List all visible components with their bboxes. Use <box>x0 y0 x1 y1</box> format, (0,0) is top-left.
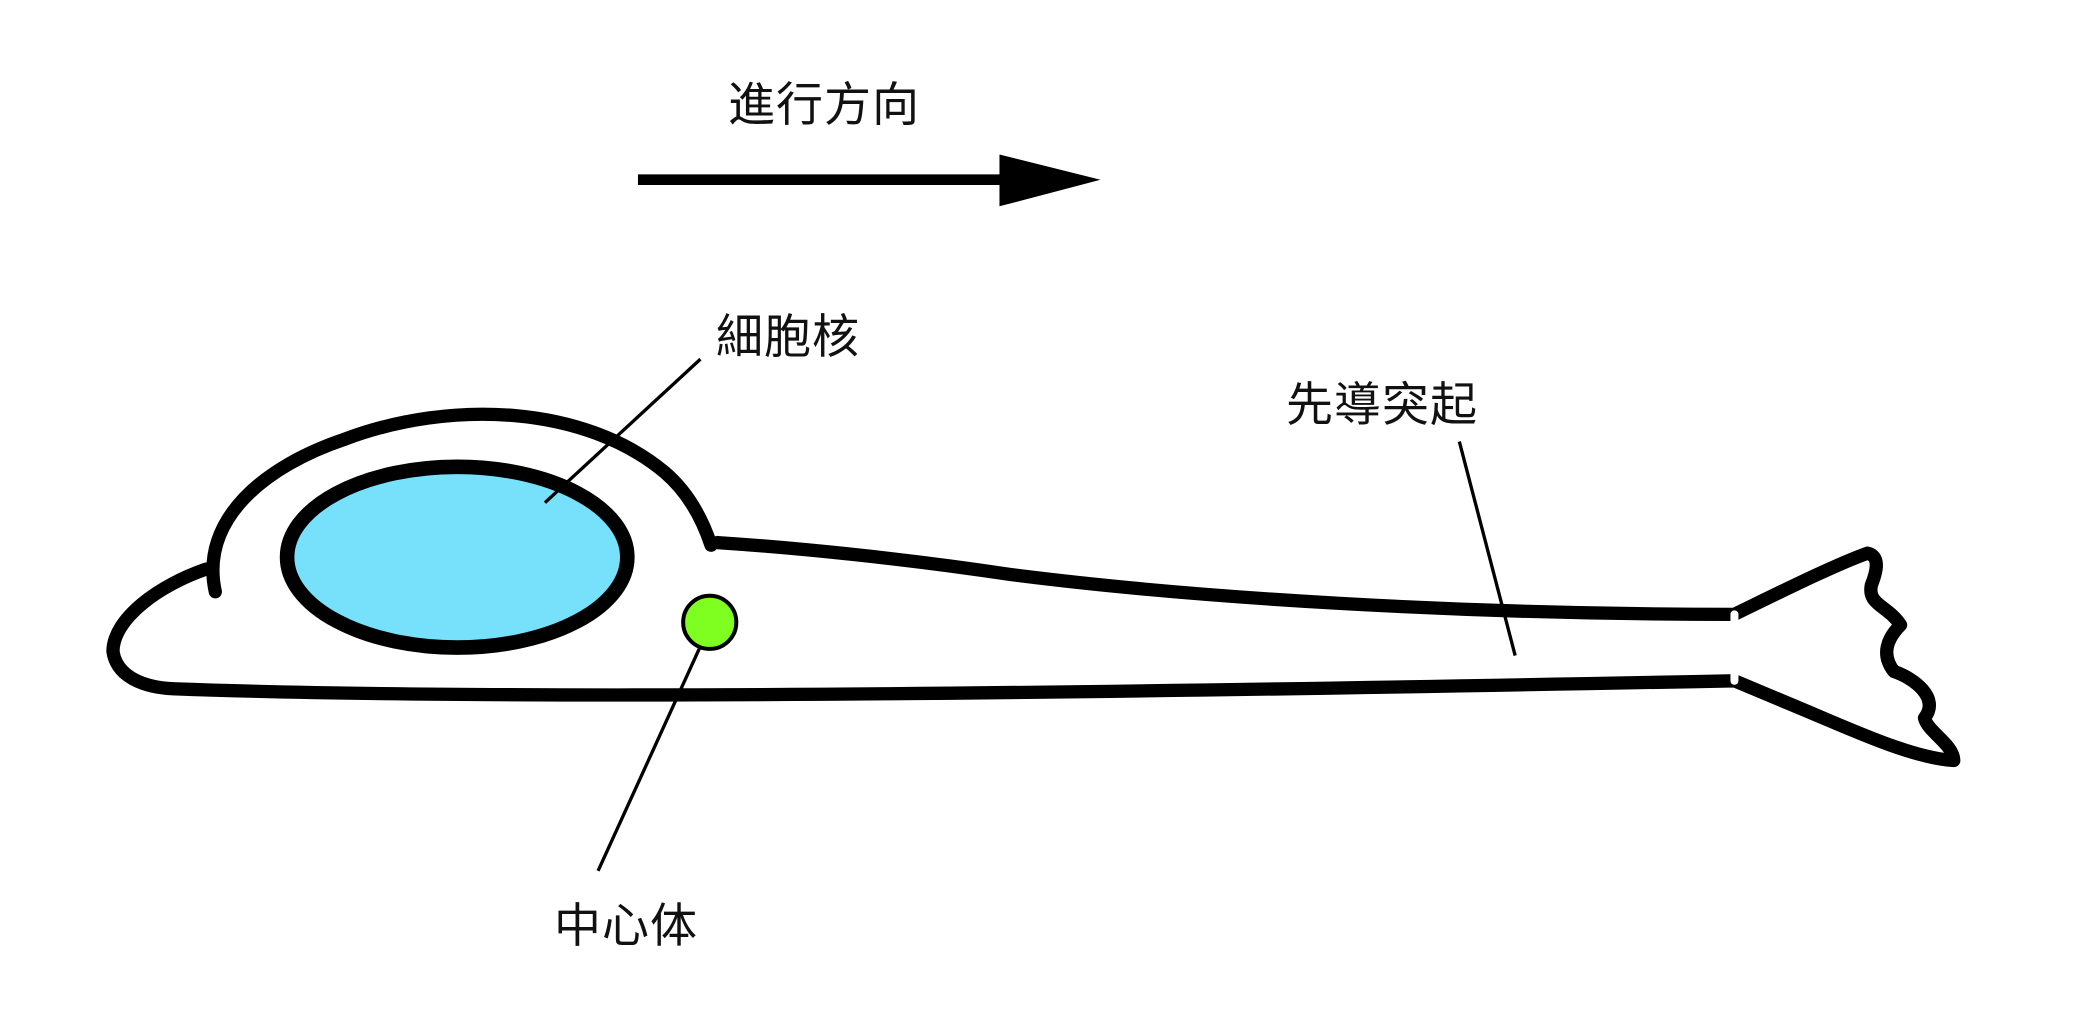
direction-label: 進行方向 <box>728 78 920 133</box>
nucleus-label: 細胞核 <box>716 310 860 365</box>
centrosome-label: 中心体 <box>554 899 698 954</box>
direction-arrow <box>637 154 1101 207</box>
cell-outline <box>106 407 1961 768</box>
leader-lines <box>543 357 1517 872</box>
nucleus-shape <box>279 459 635 655</box>
centrosome-shape <box>681 593 739 651</box>
leading-process-label: 先導突起 <box>1286 378 1478 433</box>
